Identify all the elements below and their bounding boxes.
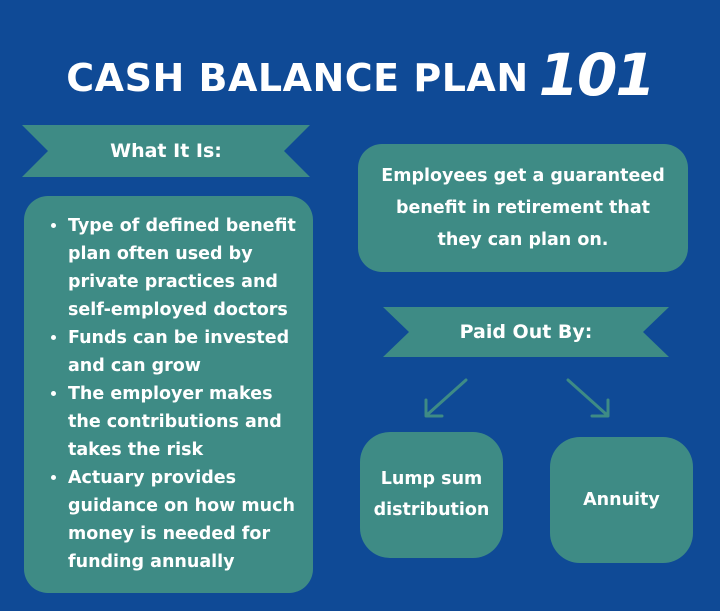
arrow-down-right-icon — [566, 378, 610, 418]
annuity-box: Annuity — [550, 437, 693, 563]
page-title: CASH BALANCE PLAN 101 — [0, 40, 720, 110]
bullet-item: Funds can be invested and can grow — [68, 324, 305, 380]
annuity-label: Annuity — [583, 489, 660, 510]
what-it-is-banner — [22, 125, 310, 177]
arrow-down-left-icon — [424, 378, 468, 418]
benefit-note-box: Employees get a guaranteed benefit in re… — [358, 144, 688, 272]
lump-sum-label: Lump sum distribution — [373, 469, 490, 520]
what-it-is-heading: What It Is: — [110, 140, 222, 162]
title-number: 101 — [538, 41, 656, 109]
bullet-list: Type of defined benefit plan often used … — [38, 212, 305, 576]
bullet-item: Actuary provides guidance on how much mo… — [68, 464, 305, 576]
bullet-item: Type of defined benefit plan often used … — [68, 212, 305, 324]
what-it-is-box: Type of defined benefit plan often used … — [24, 196, 313, 593]
paid-out-heading: Paid Out By: — [459, 321, 593, 343]
bullet-item: The employer makes the contributions and… — [68, 380, 305, 464]
lump-sum-box: Lump sum distribution — [360, 432, 503, 558]
paid-out-banner — [383, 307, 669, 357]
title-main: CASH BALANCE PLAN — [66, 56, 529, 100]
benefit-note-text: Employees get a guaranteed benefit in re… — [381, 166, 665, 250]
